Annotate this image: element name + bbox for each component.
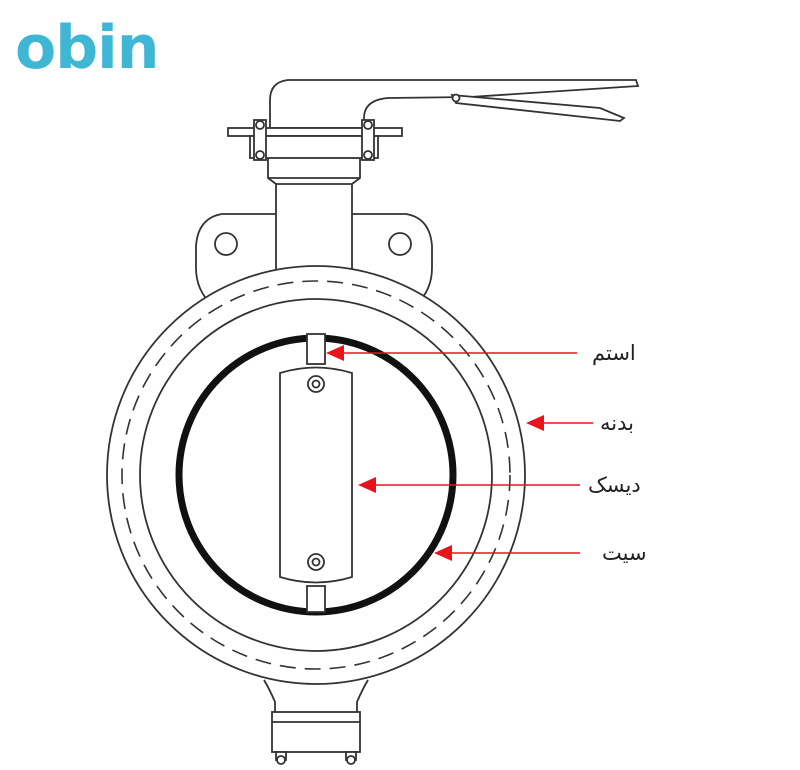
brand-logo: obin xyxy=(15,13,158,83)
stem-top xyxy=(306,333,326,365)
stem-arrow xyxy=(326,345,577,361)
disc-and-stem xyxy=(279,333,353,613)
callouts xyxy=(326,345,593,561)
seat-arrow xyxy=(434,545,580,561)
body-arrow xyxy=(526,415,593,431)
label-seat: سیت xyxy=(602,541,647,565)
body-ears xyxy=(195,213,433,306)
label-stem: استم xyxy=(592,341,636,366)
stem-bottom xyxy=(306,585,326,613)
top-flange xyxy=(227,119,403,161)
lever-handle xyxy=(269,79,640,129)
label-body: بدنه xyxy=(600,411,634,435)
disc-arrow xyxy=(358,477,580,493)
bottom-boss xyxy=(263,679,369,765)
disc xyxy=(279,366,353,584)
label-disc: دیسک xyxy=(588,473,641,497)
valve-neck xyxy=(267,158,361,275)
